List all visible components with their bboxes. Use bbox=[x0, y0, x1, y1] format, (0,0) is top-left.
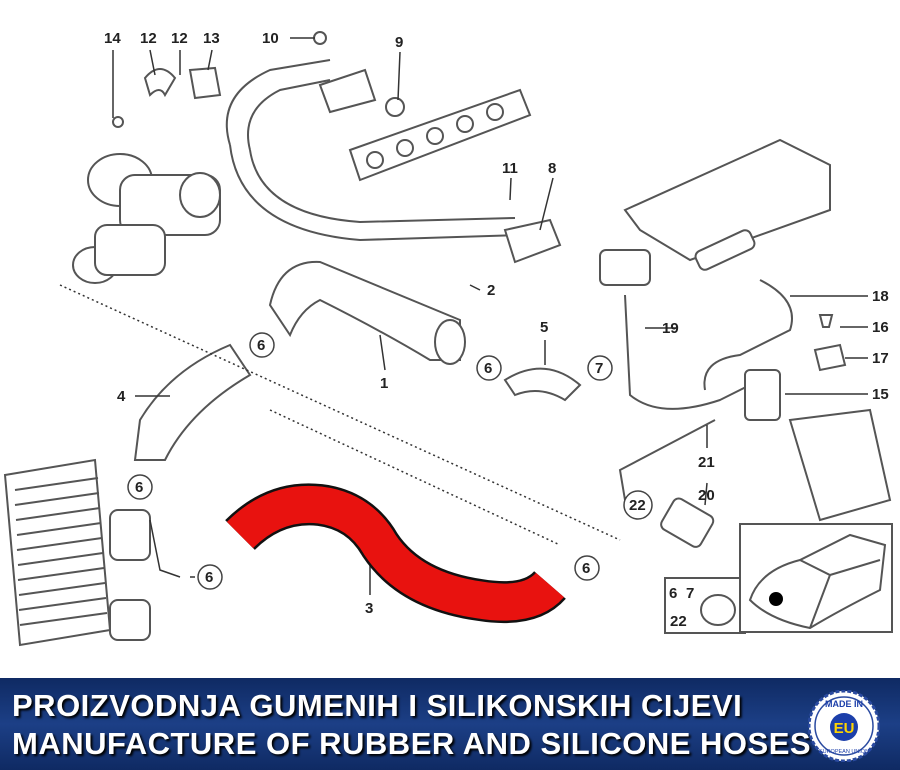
valve-7 bbox=[599, 249, 651, 286]
badge-top-text: MADE IN bbox=[825, 699, 863, 709]
nut-17 bbox=[813, 343, 847, 372]
callout-6: 6 bbox=[484, 360, 492, 377]
made-in-eu-badge: MADE IN EU EUROPEAN UNION bbox=[808, 690, 880, 762]
badge-eu-text: EU bbox=[834, 720, 855, 737]
dashed-guide-lines bbox=[59, 284, 621, 546]
intercooler bbox=[3, 458, 151, 647]
filter-20 bbox=[660, 497, 715, 548]
intake-manifold bbox=[623, 138, 831, 262]
callout-6: 6 bbox=[257, 337, 265, 354]
banner-line-1: PROIZVODNJA GUMENIH I SILIKONSKIH CIJEVI bbox=[12, 688, 743, 723]
egr-flange bbox=[318, 68, 377, 114]
intake-pipe-end bbox=[434, 319, 466, 365]
inset-callout-6: 6 bbox=[669, 585, 677, 602]
leader-lines bbox=[112, 37, 868, 595]
callout-1: 1 bbox=[380, 375, 388, 392]
callout-21: 21 bbox=[698, 454, 715, 471]
callout-4: 4 bbox=[117, 388, 126, 405]
egr-pipe-lower bbox=[229, 144, 521, 242]
hose-4 bbox=[133, 343, 252, 461]
callout-20: 20 bbox=[698, 487, 715, 504]
solenoid-valve bbox=[744, 369, 781, 421]
callout-13: 13 bbox=[203, 30, 220, 47]
callout-18: 18 bbox=[872, 288, 889, 305]
seal-ring bbox=[385, 97, 405, 117]
callout-11: 11 bbox=[502, 160, 518, 177]
callout-7: 7 bbox=[595, 360, 603, 377]
bracket bbox=[788, 408, 892, 522]
callout-2: 2 bbox=[487, 282, 495, 299]
intake-pipe bbox=[268, 260, 461, 361]
callout-14: 14 bbox=[104, 30, 121, 47]
inset-callout-22: 22 bbox=[670, 613, 687, 630]
exhaust-manifold-gasket bbox=[348, 88, 532, 182]
hose-clamp-icon bbox=[700, 594, 736, 626]
callout-10: 10 bbox=[262, 30, 279, 47]
callout-9: 9 bbox=[395, 34, 403, 51]
callout-circles bbox=[127, 332, 653, 590]
callout-16: 16 bbox=[872, 319, 889, 336]
badge-bottom-text: EUROPEAN UNION bbox=[819, 749, 869, 755]
highlighted-hose-3 bbox=[225, 483, 566, 624]
brand-banner: PROIZVODNJA GUMENIH I SILIKONSKIH CIJEVI… bbox=[0, 678, 900, 770]
callout-19: 19 bbox=[662, 320, 679, 337]
callout-6: 6 bbox=[582, 560, 590, 577]
screw-16 bbox=[818, 314, 834, 328]
callout-3: 3 bbox=[365, 600, 373, 617]
vacuum-line-18 bbox=[703, 279, 793, 391]
vacuum-line-19 bbox=[624, 294, 761, 410]
clamp-parts bbox=[112, 31, 327, 128]
callout-22: 22 bbox=[629, 497, 646, 514]
parts-diagram: 14 12 12 13 10 9 11 8 2 5 1 4 6 6 7 19 1… bbox=[3, 30, 893, 647]
vacuum-line-21 bbox=[618, 419, 716, 501]
callout-5: 5 bbox=[540, 319, 548, 336]
callout-17: 17 bbox=[872, 350, 889, 367]
inset-callout-7: 7 bbox=[686, 585, 694, 602]
callout-6: 6 bbox=[135, 479, 143, 496]
callout-15: 15 bbox=[872, 386, 889, 403]
egr-pipe bbox=[225, 59, 331, 151]
turbocharger bbox=[72, 153, 221, 284]
flange-8 bbox=[503, 218, 562, 264]
banner-line-2: MANUFACTURE OF RUBBER AND SILICONE HOSES bbox=[12, 726, 812, 761]
callout-12: 12 bbox=[140, 30, 157, 47]
vehicle-locator-inset bbox=[739, 523, 893, 633]
callout-8: 8 bbox=[548, 160, 556, 177]
hose-5 bbox=[503, 367, 582, 402]
connector-18 bbox=[694, 229, 756, 271]
callout-6: 6 bbox=[205, 569, 213, 586]
callout-12: 12 bbox=[171, 30, 188, 47]
